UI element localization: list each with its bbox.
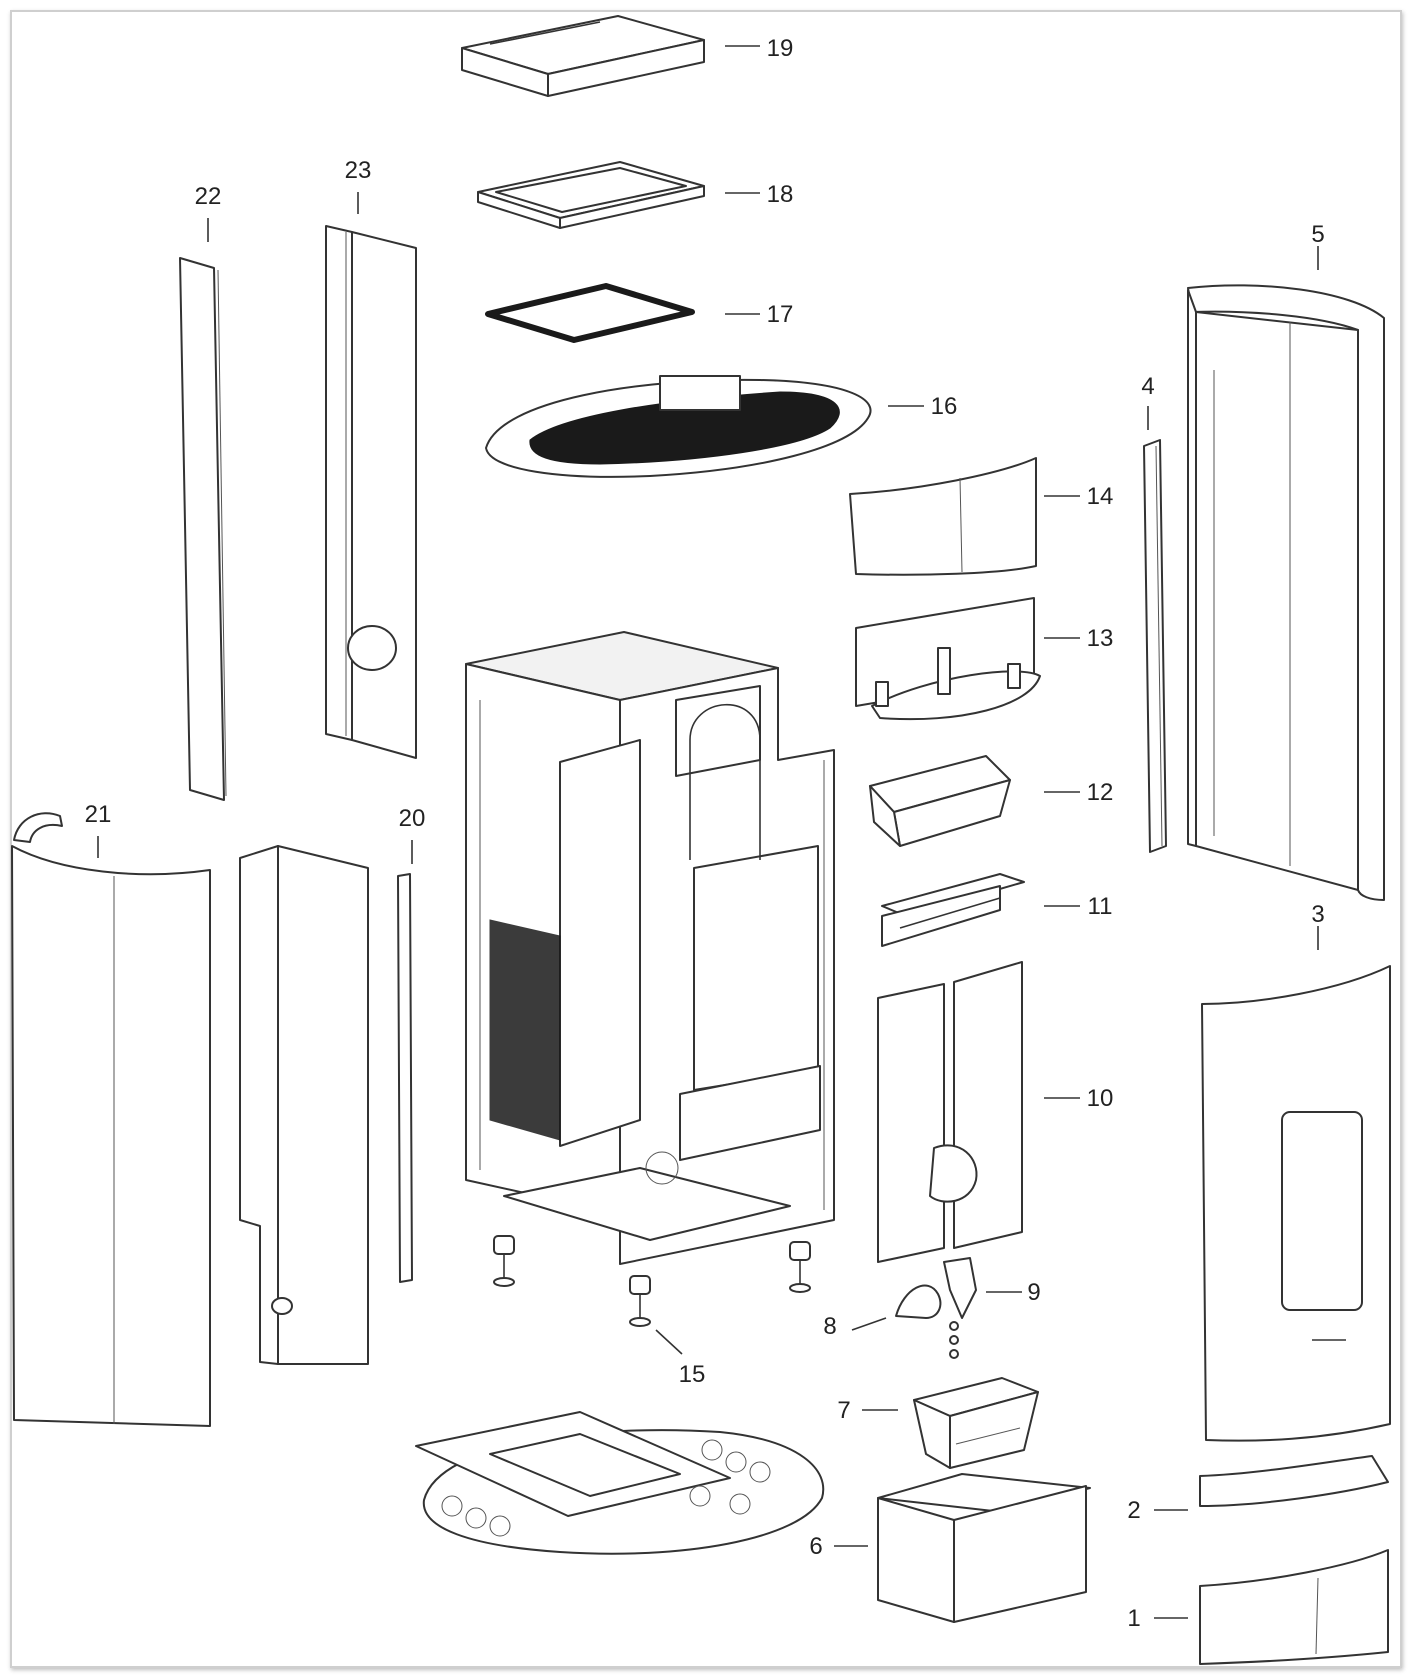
part-18-top-frame [477, 161, 760, 229]
part-15-feet [493, 1235, 811, 1355]
label-23: 23 [345, 157, 372, 184]
label-11: 11 [1088, 893, 1113, 920]
label-6: 6 [809, 1533, 822, 1560]
part-23-rear-left-panel [325, 192, 417, 759]
label-17: 17 [767, 301, 794, 328]
part-5-right-curved-panel [1187, 246, 1385, 901]
label-12: 12 [1087, 779, 1114, 806]
base-plate [415, 1411, 825, 1555]
label-7: 7 [837, 1397, 850, 1424]
part-6-ash-box [834, 1473, 1091, 1623]
part-19-top-lid [461, 15, 760, 97]
label-9: 9 [1027, 1279, 1040, 1306]
label-1: 1 [1127, 1605, 1140, 1632]
part-4-right-strip [1143, 406, 1167, 853]
part-21-left-curved-panel [11, 812, 211, 1427]
lower-left-rear-panel [239, 845, 369, 1365]
label-10: 10 [1087, 1085, 1114, 1112]
label-13: 13 [1087, 625, 1114, 652]
main-stove-body [465, 631, 835, 1265]
part-20-thin-rod [397, 840, 413, 1283]
part-7-burn-pot [862, 1377, 1039, 1469]
label-16: 16 [931, 393, 958, 420]
label-5: 5 [1311, 221, 1324, 248]
part-14-front-curved-panel [849, 457, 1080, 576]
part-13-deflector-panel [855, 597, 1080, 721]
label-8: 8 [823, 1313, 836, 1340]
part-22-left-strip [179, 218, 227, 801]
label-20: 20 [399, 805, 426, 832]
diagram-frame [10, 10, 1402, 1668]
part-16-top-grille [485, 375, 924, 478]
label-3: 3 [1311, 901, 1324, 928]
label-2: 2 [1127, 1497, 1140, 1524]
label-15: 15 [679, 1361, 706, 1388]
part-12-burner-tray [869, 755, 1080, 847]
label-14: 14 [1087, 483, 1114, 510]
part-2-lower-trim [1154, 1455, 1389, 1511]
label-19: 19 [767, 35, 794, 62]
label-4: 4 [1141, 373, 1154, 400]
part-9-bracket [943, 1257, 1022, 1359]
part-number-labels: 19 18 17 16 14 13 12 11 10 9 8 7 6 15 5 … [85, 35, 1325, 1632]
label-22: 22 [195, 183, 222, 210]
label-21: 21 [85, 801, 112, 828]
part-1-bottom-trim [1154, 1549, 1389, 1665]
part-8-small-part [851, 1284, 942, 1331]
part-3-front-door [1201, 926, 1391, 1442]
label-18: 18 [767, 181, 794, 208]
part-11-ash-shelf [881, 873, 1080, 947]
part-17-gasket [485, 283, 760, 343]
part-10-inner-panels [877, 961, 1080, 1263]
